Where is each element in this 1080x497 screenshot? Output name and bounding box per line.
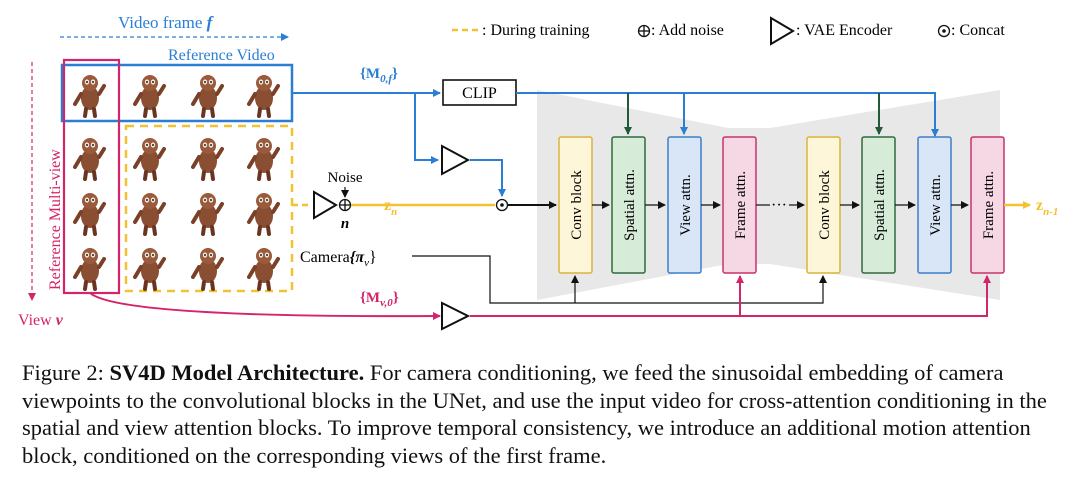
vae-encoder-input	[313, 190, 338, 220]
creature-image	[247, 246, 280, 291]
architecture-diagram: Video frame f Reference Multi-view View …	[18, 13, 1058, 331]
video-frame-label: Video frame f	[118, 13, 215, 32]
legend: : During training : Add noise : VAE Enco…	[452, 16, 1005, 46]
view-attn-1-label: View attn.	[678, 174, 694, 236]
vae-encoder-bottom	[441, 301, 471, 331]
caption-title: SV4D Model Architecture.	[109, 360, 365, 385]
view-attn-2-label: View attn.	[928, 174, 944, 236]
spatial-attn-2-label: Spatial attn.	[872, 169, 888, 241]
noise-symbol: n	[341, 216, 349, 232]
caption-body: For camera conditioning, we feed the sin…	[22, 360, 1047, 468]
training-region-box	[124, 124, 294, 293]
view-label: View v	[18, 312, 64, 329]
m-top-label: {M0,f}	[360, 66, 398, 85]
reference-multiview-label: Reference Multi-view	[47, 149, 64, 290]
pink-flow	[89, 292, 441, 321]
creature-image	[73, 136, 106, 181]
conv-block-1-label: Conv block	[569, 170, 585, 240]
concat-node	[495, 198, 509, 212]
m-bottom-label: {Mv,0}	[360, 290, 399, 309]
noise-label: Noise	[328, 170, 363, 186]
camera-line	[412, 255, 827, 304]
unet-blocks: Conv block Spatial attn. View attn. Fram…	[558, 136, 1005, 274]
creature-image	[133, 136, 166, 181]
legend-add-noise: : Add noise	[651, 22, 724, 39]
clip-output-line	[516, 92, 939, 137]
legend-vae-encoder: : VAE Encoder	[796, 22, 893, 39]
creature-grid	[73, 73, 280, 291]
reference-video-label: Reference Video	[168, 47, 275, 64]
add-noise-node	[338, 198, 352, 212]
creature-image	[73, 246, 106, 291]
figure-caption: Figure 2: SV4D Model Architecture. For c…	[22, 359, 1062, 469]
concat-icon	[937, 24, 951, 38]
video-frame-axis: Video frame f	[60, 13, 289, 41]
creature-image	[73, 73, 106, 118]
legend-during-training: : During training	[482, 22, 590, 39]
frame-attn-1-label: Frame attn.	[733, 171, 749, 239]
clip-label: CLIP	[462, 85, 497, 102]
vae-encoder-icon	[770, 16, 795, 46]
creature-image	[247, 73, 280, 118]
creature-image	[133, 246, 166, 291]
creature-image	[191, 246, 224, 291]
creature-image	[191, 73, 224, 118]
creature-image	[247, 136, 280, 181]
spatial-attn-1-label: Spatial attn.	[622, 169, 638, 241]
z-input-label: zn	[384, 197, 397, 218]
vae-encoder-top	[441, 144, 471, 176]
view-axis: Reference Multi-view View v	[18, 62, 64, 329]
add-noise-icon	[637, 24, 651, 38]
legend-concat: : Concat	[951, 22, 1005, 39]
camera-label: Camera{πv}	[300, 249, 377, 269]
blue-flow-to-encoder	[414, 93, 439, 164]
creature-image	[191, 191, 224, 236]
frame-attn-2-label: Frame attn.	[981, 171, 997, 239]
creature-image	[73, 191, 106, 236]
z-output-label: zn-1	[1036, 197, 1058, 218]
caption-prefix: Figure 2:	[22, 360, 110, 385]
creature-image	[133, 73, 166, 118]
ellipsis: ···	[771, 197, 787, 214]
conv-block-2-label: Conv block	[817, 170, 833, 240]
creature-image	[247, 191, 280, 236]
clip-box	[442, 79, 517, 106]
creature-image	[191, 136, 224, 181]
encoder-to-concat	[470, 159, 506, 197]
creature-image	[133, 191, 166, 236]
